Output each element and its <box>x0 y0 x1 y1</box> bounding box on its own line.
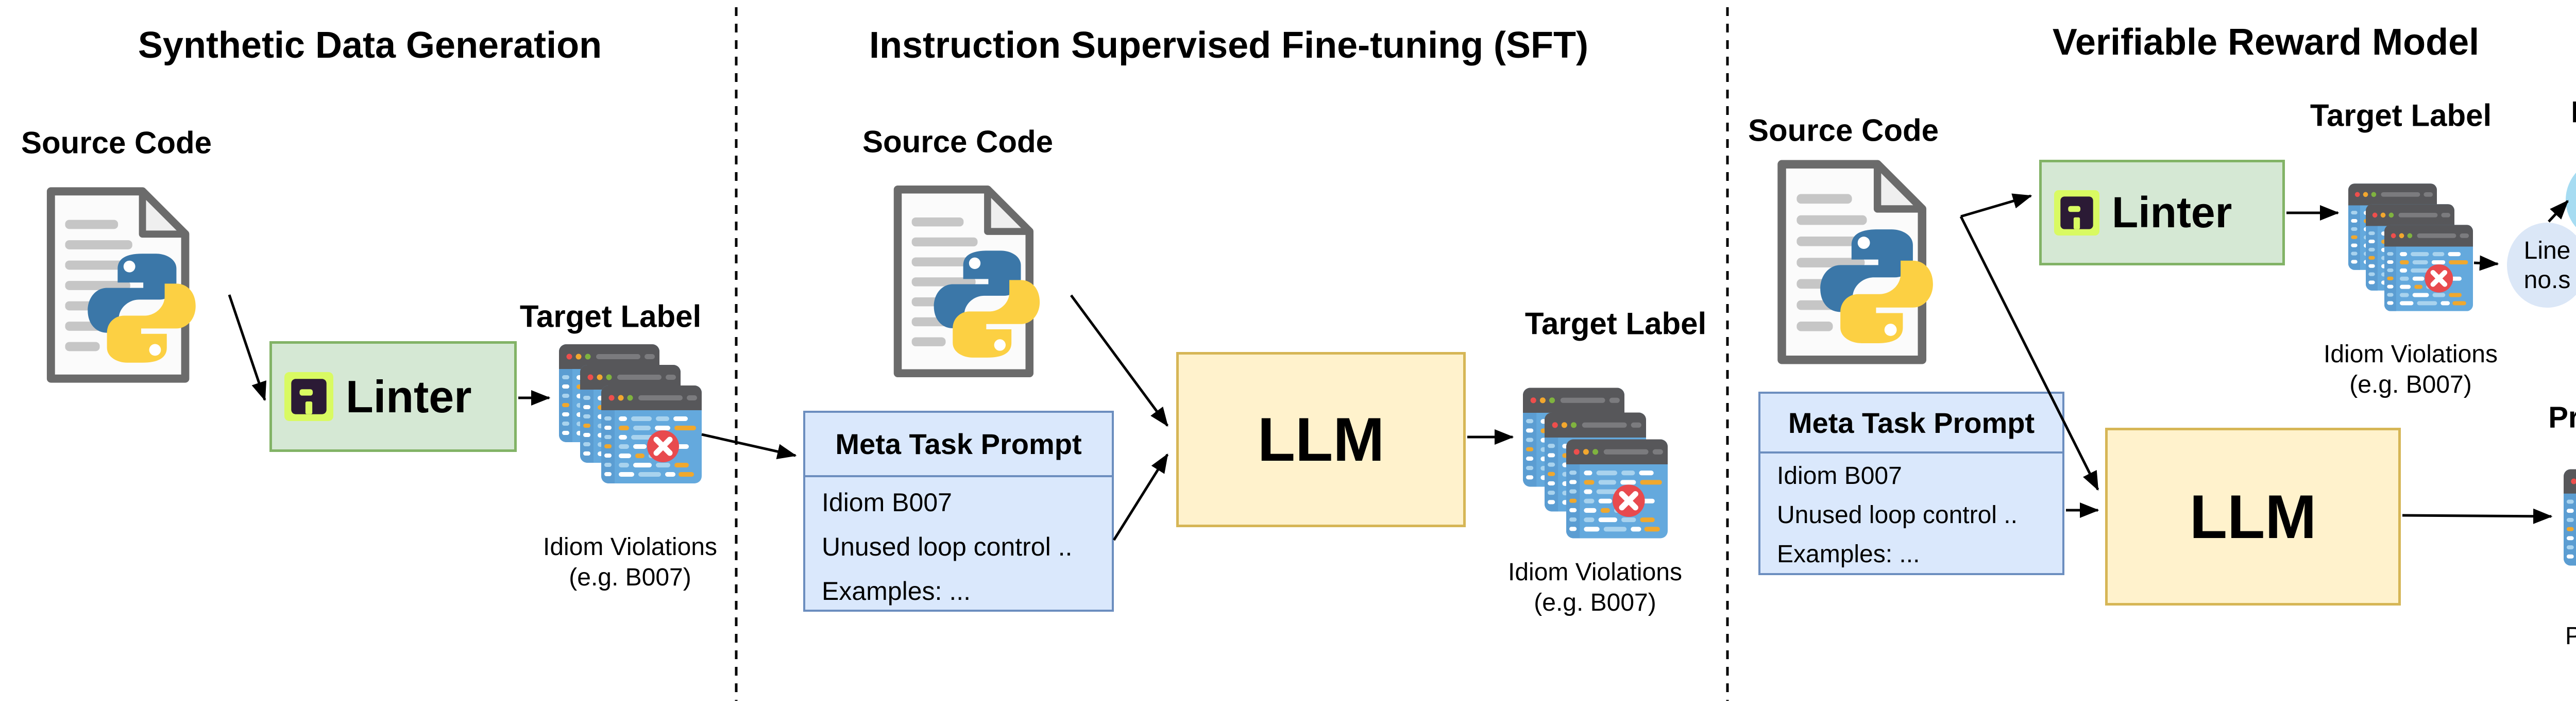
meta-task-prompt-box: Meta Task Prompt Idiom B007 Unused loop … <box>803 411 1114 612</box>
meta-prompt-row: Idiom B007 <box>1777 462 1902 490</box>
caption-line: (e.g. B007) <box>1534 589 1656 616</box>
panel1-source-code-label: Source Code <box>21 125 212 160</box>
python-file-icon <box>890 180 1049 381</box>
python-file-icon <box>43 184 206 384</box>
arrow-source-to-linter <box>228 294 266 401</box>
panel3-title: Verifiable Reward Model <box>2052 22 2480 63</box>
meta-prompt-row: Unused loop control .. <box>1777 501 2018 529</box>
panel3-source-code-label: Source Code <box>1748 113 1939 148</box>
meta-task-prompt-box: Meta Task Prompt Idiom B007 Unused loop … <box>1758 392 2064 575</box>
panel3-violations-caption: Idiom Violations (e.g. B007) <box>2324 339 2498 400</box>
panel2-target-label: Target Label <box>1524 306 1707 341</box>
caption-line: Idiom Violations <box>1508 559 1682 586</box>
meta-prompt-header: Meta Task Prompt <box>1760 394 2062 454</box>
llm-box: LLM <box>1176 352 1466 527</box>
caption-line: Predicted B007 <box>2565 623 2576 650</box>
caption-line: (e.g. B007) <box>569 564 691 591</box>
line-numbers-target-ellipse: Line no.s <box>2507 223 2576 308</box>
code-window-stack-icon <box>1523 388 1668 540</box>
arrow-source-to-linter <box>1960 193 2032 218</box>
meta-prompt-header: Meta Task Prompt <box>805 413 1112 477</box>
prediction-caption: Predicted B007 Violations <box>2565 621 2576 682</box>
meta-prompt-row: Examples: ... <box>822 577 971 606</box>
code-window-stack-icon <box>2348 183 2473 312</box>
arrow-llm-to-prediction-stack <box>2402 508 2553 524</box>
ruff-linter-icon <box>2054 190 2099 236</box>
linter-box: Linter <box>2039 160 2285 265</box>
llm-box: LLM <box>2105 428 2401 606</box>
caption-line: Idiom Violations <box>543 533 717 561</box>
panel3-target-label: Target Label <box>2310 98 2492 133</box>
arrow-stack-to-meta-prompt <box>701 433 797 459</box>
code-window-stack-icon <box>559 344 702 483</box>
ruff-linter-icon <box>284 372 333 421</box>
python-file-icon <box>1773 155 1943 368</box>
caption-line: Violations <box>2565 651 2576 682</box>
meta-prompt-row: Idiom B007 <box>822 488 952 517</box>
llm-label: LLM <box>1257 405 1385 474</box>
panel1-violations-caption: Idiom Violations (e.g. B007) <box>543 532 717 593</box>
meta-prompt-row: Unused loop control .. <box>822 532 1073 561</box>
ellipse-line: no.s <box>2523 266 2571 294</box>
llm-label: LLM <box>2189 482 2317 551</box>
panel1-title: Synthetic Data Generation <box>138 25 602 66</box>
arrow-stack-to-line-numbers <box>2473 255 2499 271</box>
panel2-source-code-label: Source Code <box>862 124 1054 159</box>
panel1-target-label: Target Label <box>519 299 702 334</box>
prediction-heading: Prediction <box>2548 400 2576 434</box>
linter-label: Linter <box>346 371 472 422</box>
linter-label: Linter <box>2112 188 2232 237</box>
ellipse-line: Line <box>2523 237 2571 264</box>
code-window-stack-icon <box>2564 469 2576 566</box>
meta-prompt-row: Examples: ... <box>1777 541 1920 568</box>
caption-line: Idiom Violations <box>2324 341 2498 368</box>
caption-line: (e.g. B007) <box>2349 371 2472 398</box>
linter-box: Linter <box>269 341 517 452</box>
arrow-meta-to-llm <box>1112 453 1169 541</box>
reward-heading: Reward <box>2571 95 2576 130</box>
panel2-title: Instruction Supervised Fine-tuning (SFT) <box>869 25 1588 66</box>
arrow-source-to-llm <box>1070 294 1169 427</box>
panel2-violations-caption: Idiom Violations (e.g. B007) <box>1508 557 1682 618</box>
